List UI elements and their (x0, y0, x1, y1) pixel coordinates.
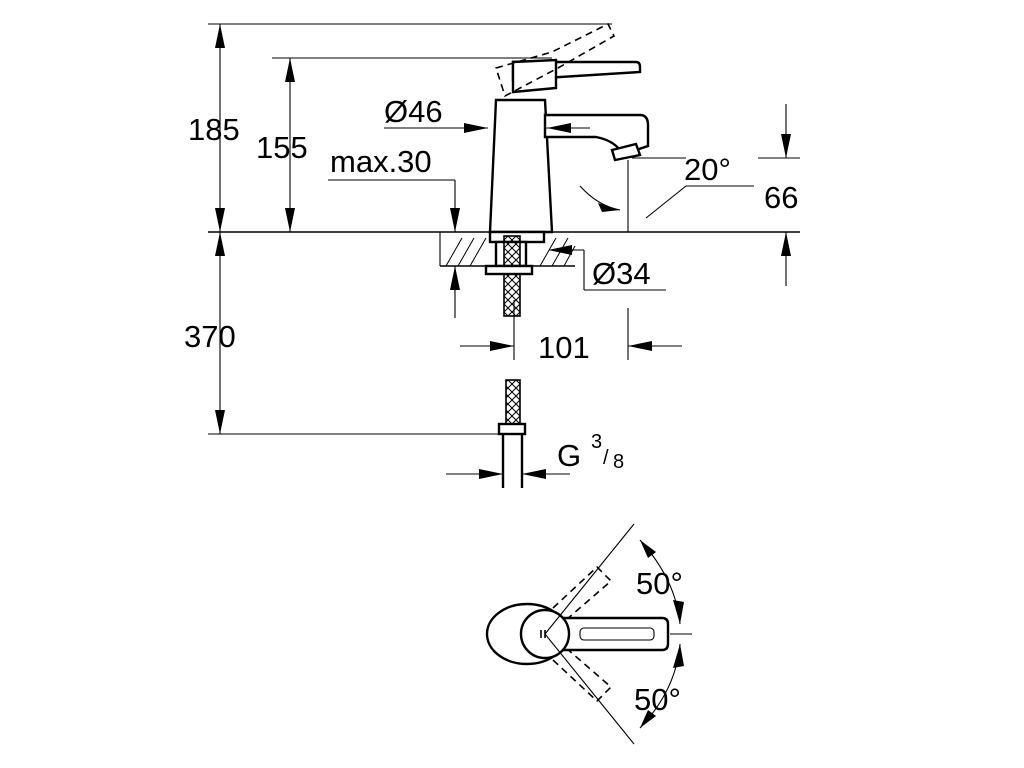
dimension-diameter-46: Ø46 (384, 94, 590, 133)
label-diameter-34: Ø34 (592, 256, 651, 291)
dimension-angle-50-top: 50° (636, 539, 684, 625)
label-185: 185 (188, 112, 240, 147)
label-101: 101 (538, 330, 590, 365)
dimension-max-30: max.30 (328, 144, 460, 318)
dimension-angle-50-bottom: 50° (634, 643, 684, 729)
dimension-angle-20: 20° (579, 152, 754, 232)
lever-rotated-positions (552, 565, 613, 703)
dimension-diameter-34: Ø34 (548, 245, 666, 291)
label-155: 155 (256, 130, 308, 165)
supply-hose (497, 379, 527, 488)
side-view: 185 155 Ø46 max.30 (184, 22, 800, 488)
lever-top (543, 616, 670, 652)
label-diameter-46: Ø46 (384, 94, 443, 129)
dimension-thread: G 3 / 8 (446, 431, 624, 479)
countertop-section (439, 232, 576, 267)
label-angle-50-top: 50° (636, 566, 683, 601)
label-angle-20: 20° (684, 152, 731, 187)
mounting-assembly (484, 230, 546, 317)
label-angle-50-bottom: 50° (634, 682, 681, 717)
dimension-155: 155 (256, 57, 552, 232)
label-thread-slash: / (603, 447, 609, 469)
label-thread-numerator: 3 (591, 431, 602, 453)
top-view: 50° 50° (485, 523, 692, 745)
label-370: 370 (184, 319, 236, 354)
dimension-101: 101 (460, 300, 682, 365)
lever-slot (579, 627, 655, 641)
label-thread-g: G (557, 438, 581, 473)
dimension-185: 185 (188, 23, 612, 232)
label-66: 66 (764, 180, 798, 215)
dimension-370: 370 (184, 232, 500, 435)
label-max-30: max.30 (330, 144, 432, 179)
dimension-66: 66 (758, 104, 800, 286)
faucet-body (488, 22, 650, 234)
label-thread-denominator: 8 (613, 451, 624, 473)
